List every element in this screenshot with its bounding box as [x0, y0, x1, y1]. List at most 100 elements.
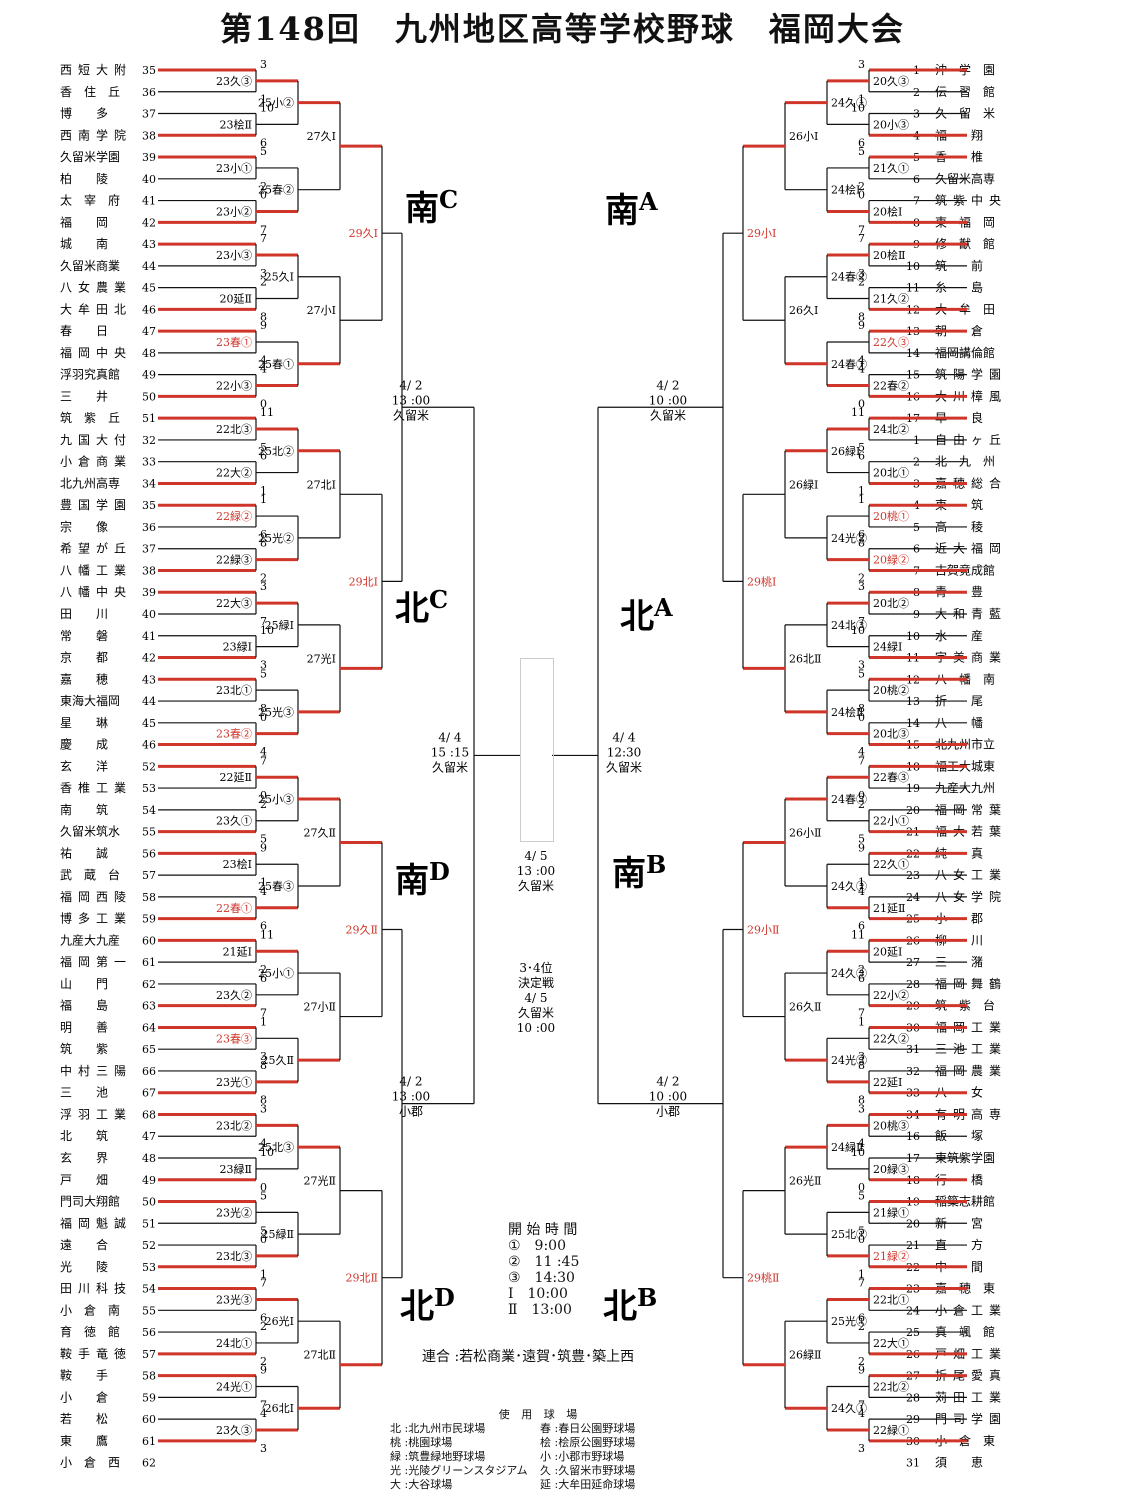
score: 0 [260, 397, 267, 410]
team-name: 福 島 [60, 998, 108, 1013]
team-seed: 62 [142, 1457, 156, 1470]
score: 5 [260, 1224, 267, 1237]
game-label: 25久Ⅰ [265, 271, 294, 284]
schedule-label: 久留米 [393, 408, 429, 422]
score: 4 [858, 1407, 865, 1420]
team-seed: 47 [142, 1130, 156, 1143]
game-label: 26光Ⅰ [265, 1314, 294, 1328]
score: 3 [858, 1442, 865, 1455]
game-label: 22緑② [216, 509, 252, 523]
team-seed: 41 [142, 195, 156, 208]
game-label: 23光① [216, 1075, 252, 1089]
team-name: 三 井 [60, 389, 108, 403]
game-label: 26緑Ⅰ [789, 477, 818, 491]
score: 4 [858, 746, 865, 759]
score: 2 [858, 1320, 865, 1333]
score: 8 [858, 702, 865, 715]
score: 2 [260, 276, 267, 289]
game-label: 29北Ⅱ [346, 1272, 378, 1285]
game-label: 24春② [831, 271, 867, 284]
team-seed: 55 [142, 1304, 156, 1317]
team-name: 星 琳 [60, 716, 108, 730]
game-label: 25光③ [258, 705, 294, 719]
score: 3 [260, 1102, 267, 1115]
team-name: 博 多 [60, 106, 108, 121]
score: 3 [260, 1442, 267, 1455]
team-seed: 40 [142, 173, 156, 186]
score: 6 [260, 972, 267, 985]
team-name: 嘉 穂 [60, 672, 108, 686]
team-name: 八 女 工 業 [935, 867, 1001, 882]
score: 4 [858, 354, 865, 367]
game-label: 24久② [831, 880, 867, 893]
team-name: 筑 紫 丘 [60, 410, 120, 425]
score: 3 [858, 1102, 865, 1115]
venue-entry: 桃 :桃園球場 [390, 1436, 453, 1449]
team-seed: 33 [142, 456, 156, 469]
team-name: 須 恵 [935, 1456, 983, 1470]
score: 4 [260, 1137, 267, 1150]
start-time-row: ② 11 :45 [508, 1254, 580, 1270]
score: 5 [260, 667, 267, 680]
score: 4 [260, 363, 267, 376]
team-name: 九 国 大 付 [60, 433, 126, 447]
team-name: 玄 洋 [60, 758, 108, 773]
game-label: 24桧Ⅰ [831, 183, 860, 197]
game-label: 22緑① [873, 1423, 909, 1437]
game-label: 25春③ [258, 880, 294, 893]
team-name: 田 川 [60, 607, 108, 621]
team-name: 鞍 手 [60, 1368, 108, 1383]
team-seed: 38 [142, 129, 156, 142]
score: 2 [260, 571, 267, 584]
team-name: 自 由 ヶ 丘 [935, 433, 1001, 447]
game-label: 22大① [873, 1336, 909, 1350]
team-seed: 40 [142, 608, 156, 621]
schedule-label: 4/ 2 [656, 378, 679, 392]
zone-label: 南A [605, 187, 658, 231]
score: 1 [858, 1015, 865, 1028]
schedule-label: 10 :00 [649, 393, 687, 407]
schedule-label: 久留米 [650, 408, 686, 422]
team-seed: 44 [142, 695, 156, 708]
team-name: 門 司 学 園 [935, 1411, 1001, 1426]
score: 7 [858, 754, 865, 767]
game-label: 20桃① [873, 509, 909, 523]
team-seed: 53 [142, 1261, 156, 1274]
schedule-label: 久留米 [518, 1006, 554, 1020]
team-seed: 38 [142, 564, 156, 577]
game-label: 20桃③ [873, 1118, 909, 1132]
score: 7 [858, 223, 865, 236]
score: 4 [260, 354, 267, 367]
team-name: 小 倉 工 業 [935, 1302, 1001, 1317]
start-time-row: ① 9:00 [508, 1238, 566, 1254]
team-name: 福 岡 [60, 214, 108, 229]
score: 8 [260, 1059, 267, 1072]
team-name: 田 川 科 技 [60, 1282, 126, 1296]
team-seed: 54 [142, 1283, 156, 1296]
game-label: 22緑③ [216, 553, 252, 567]
score: 6 [858, 136, 865, 149]
score: 8 [858, 1059, 865, 1072]
score: 5 [260, 1190, 267, 1203]
game-label: 20緑③ [873, 1162, 909, 1176]
score: 4 [858, 885, 865, 898]
game-label: 27久Ⅱ [304, 826, 336, 839]
game-label: 23春③ [216, 1032, 252, 1045]
team-seed: 41 [142, 630, 156, 643]
score: 3 [260, 58, 267, 71]
game-label: 20緑② [873, 553, 909, 567]
game-label: 23桧Ⅱ [220, 117, 252, 131]
game-label: 23北③ [216, 1250, 252, 1263]
zone-label: 北D [400, 1283, 455, 1327]
team-seed: 57 [142, 1348, 156, 1361]
venue-legend-header: 使 用 球 場 [498, 1408, 582, 1421]
schedule-label: 4/ 4 [438, 730, 461, 744]
game-label: 20北① [873, 467, 909, 480]
team-seed: 46 [142, 303, 156, 316]
team-name: 戸 畑 工 業 [935, 1347, 1001, 1361]
game-label: 21久① [873, 162, 909, 175]
score: 5 [858, 667, 865, 680]
score: 6 [260, 528, 267, 541]
score: 9 [858, 1364, 865, 1377]
score: 0 [260, 711, 267, 724]
